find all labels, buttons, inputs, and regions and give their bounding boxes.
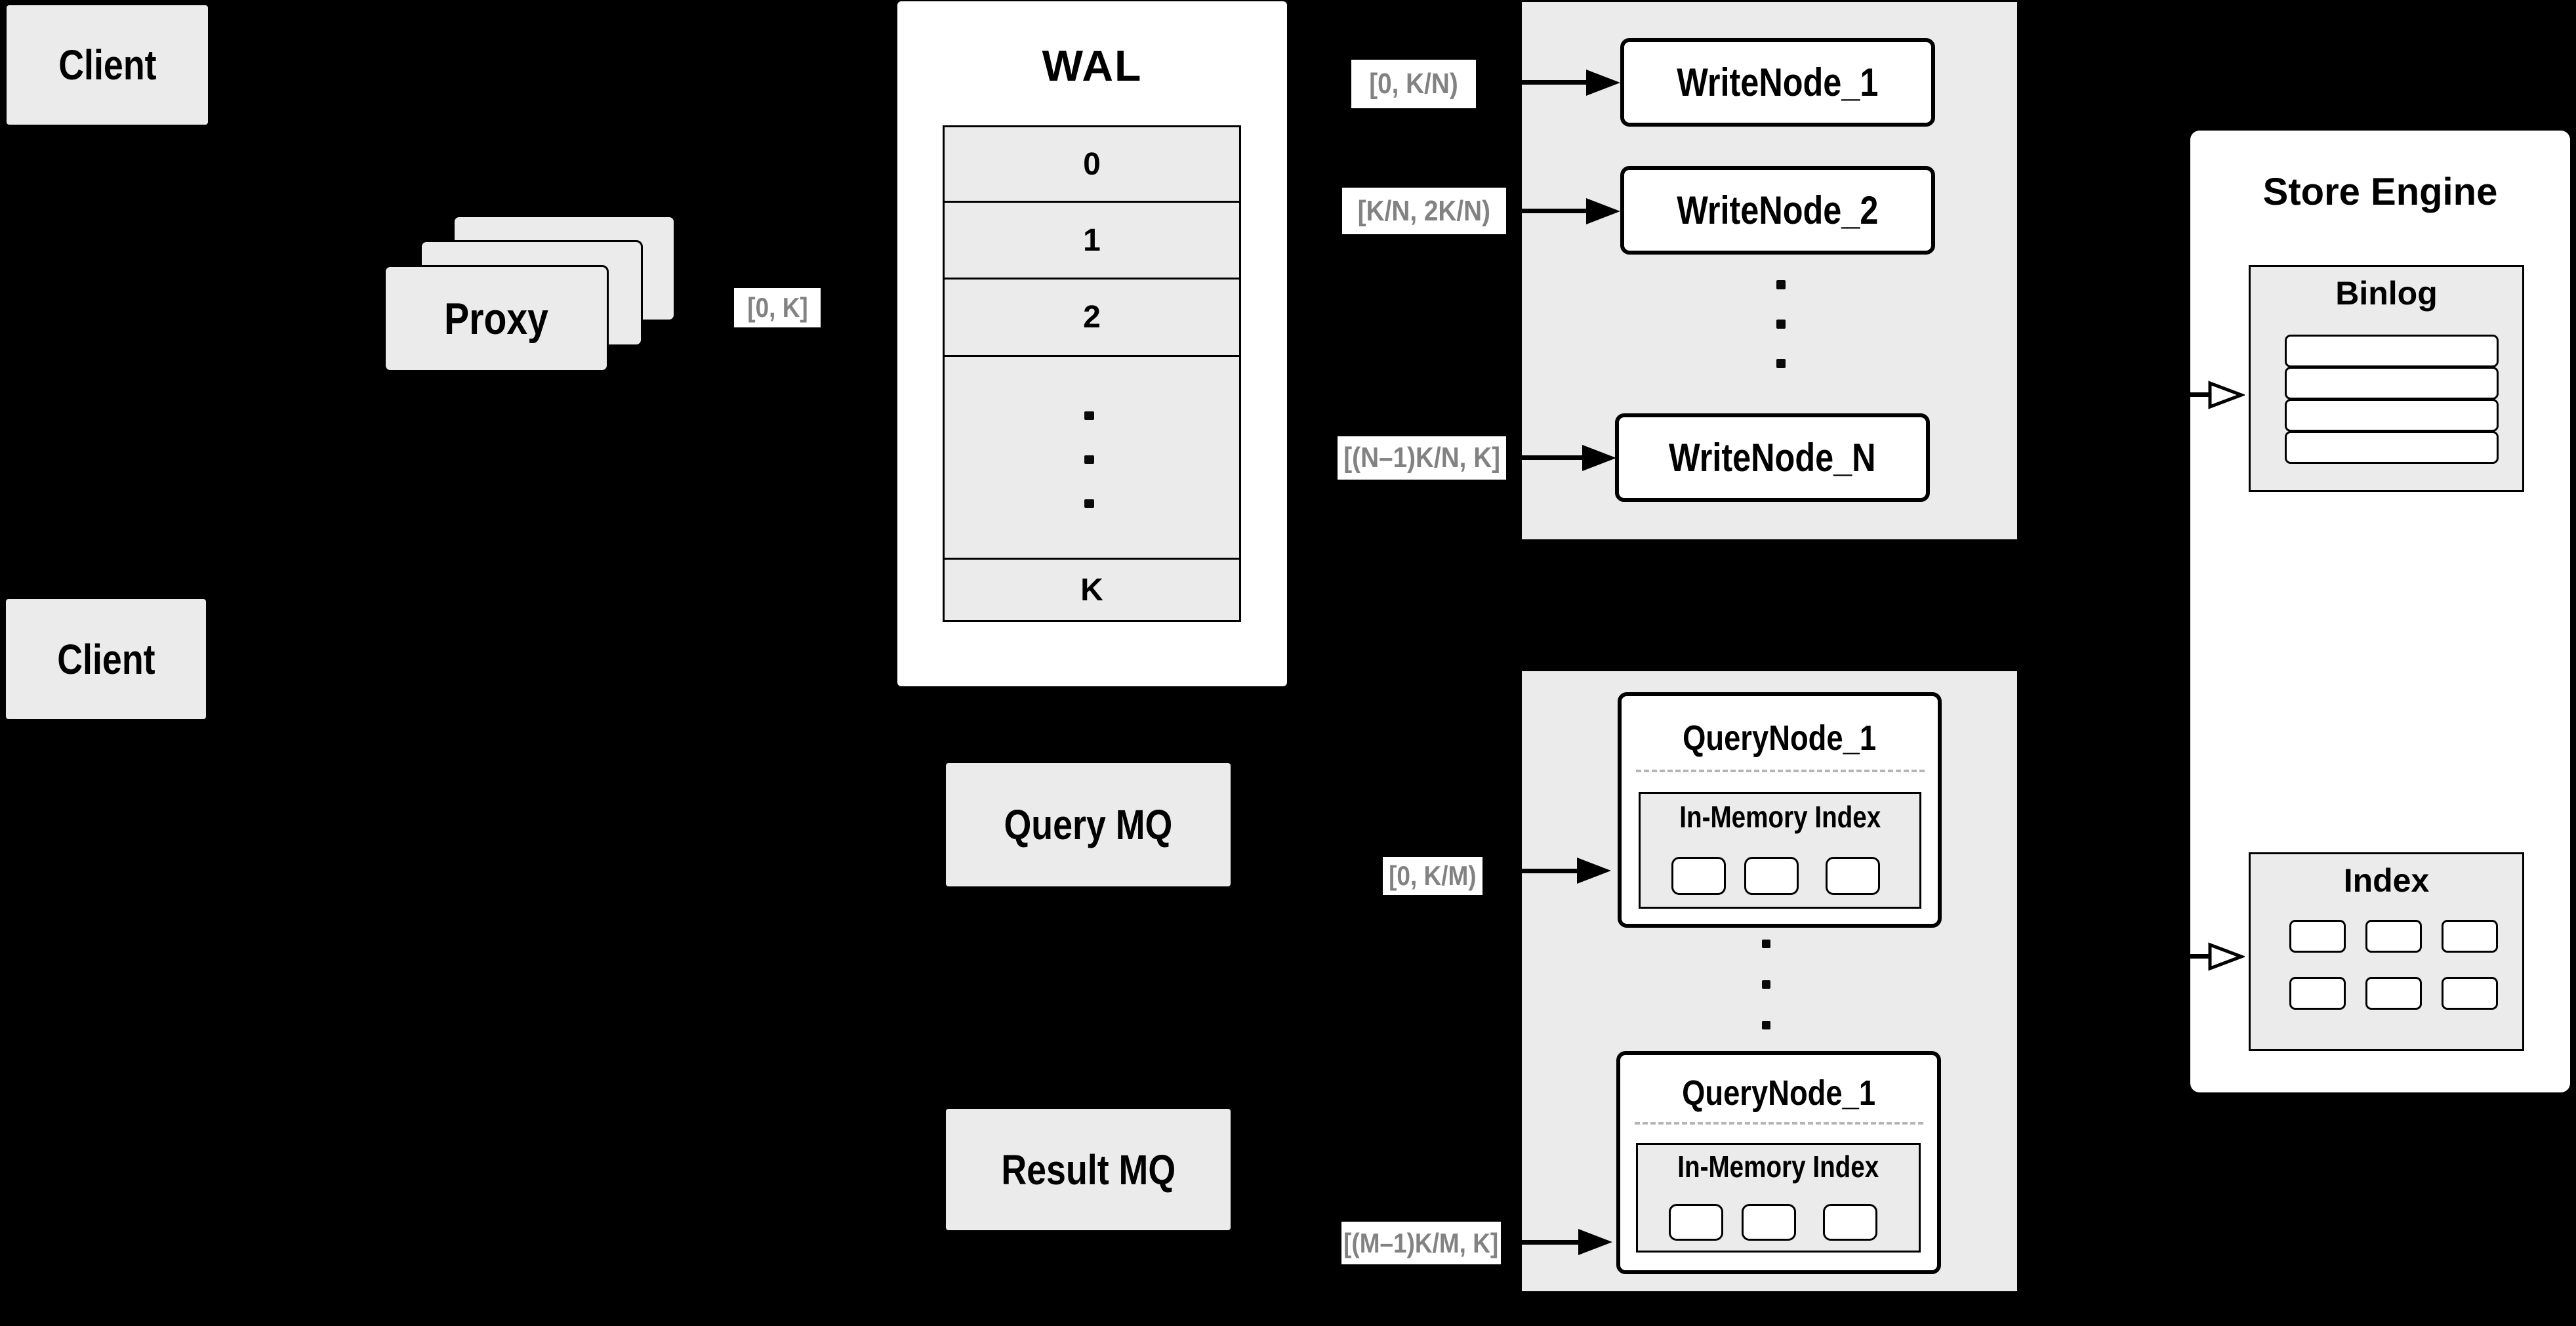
index-cell xyxy=(2442,977,2498,1010)
arrow-shaft-index xyxy=(2020,954,2212,959)
in-memory-index-title-wrap: In-Memory Index xyxy=(1638,1145,1919,1188)
dashed-separator xyxy=(1636,770,1925,772)
memory-segment xyxy=(1744,857,1799,895)
query-mq-box: Query MQ xyxy=(946,763,1231,886)
write-node-2-label: WriteNode_2 xyxy=(1677,188,1879,232)
query-node-2-box: QueryNode_1 In-Memory Index xyxy=(1616,1051,1941,1274)
dashed-separator xyxy=(1635,1122,1923,1125)
binlog-title-wrap: Binlog xyxy=(2249,270,2524,316)
store-engine-title-wrap: Store Engine xyxy=(2190,164,2570,219)
arrowhead-query-1 xyxy=(1577,858,1611,884)
write-node-1-label: WriteNode_1 xyxy=(1677,60,1879,104)
ellipsis-dot xyxy=(1762,940,1770,948)
arrow-shaft-binlog xyxy=(2020,392,2212,397)
write-node-n-label: WriteNode_N xyxy=(1669,436,1876,480)
wal-title-wrap: WAL xyxy=(897,34,1287,97)
index-title: Index xyxy=(2343,862,2430,899)
in-memory-index-box-1: In-Memory Index xyxy=(1639,792,1921,909)
range-label-proxy-wal: [0, K] xyxy=(734,288,821,327)
in-memory-index-title-wrap: In-Memory Index xyxy=(1641,794,1919,840)
wal-title: WAL xyxy=(1042,41,1143,90)
memory-segment xyxy=(1669,1204,1723,1241)
proxy-box: Proxy xyxy=(384,265,609,372)
range-label-write-1: [0, K/N) xyxy=(1351,60,1476,108)
ellipsis-dot xyxy=(1776,320,1786,329)
client-top-box: Client xyxy=(7,5,208,125)
query-mq-label: Query MQ xyxy=(1004,801,1173,848)
range-label-write-2: [K/N, 2K/N) xyxy=(1342,188,1506,234)
wal-row-2: 2 xyxy=(945,280,1239,357)
arrowhead-write-1 xyxy=(1586,70,1620,96)
query-node-1-box: QueryNode_1 In-Memory Index xyxy=(1618,692,1942,928)
ellipsis-dot xyxy=(1776,280,1786,289)
memory-segment xyxy=(1742,1204,1796,1241)
query-node-2-title: QueryNode_1 xyxy=(1682,1073,1875,1113)
binlog-row xyxy=(2285,367,2499,400)
binlog-row xyxy=(2285,431,2499,464)
wal-row-1: 1 xyxy=(945,203,1239,280)
query-node-2-title-wrap: QueryNode_1 xyxy=(1620,1067,1937,1119)
wal-row-0: 0 xyxy=(945,127,1239,203)
memory-segment xyxy=(1826,857,1880,895)
ellipsis-dot xyxy=(1084,499,1094,508)
arrowhead-query-m xyxy=(1578,1229,1612,1255)
arrow-shaft-write-2 xyxy=(1509,209,1590,213)
query-node-1-title: QueryNode_1 xyxy=(1683,718,1877,758)
range-label-query-1: [0, K/M) xyxy=(1383,857,1482,895)
arrowhead-write-2 xyxy=(1586,198,1620,224)
binlog-title: Binlog xyxy=(2335,275,2438,312)
index-cell xyxy=(2289,977,2346,1010)
ellipsis-dot xyxy=(1762,980,1770,989)
index-title-wrap: Index xyxy=(2249,858,2524,903)
client-top-label: Client xyxy=(58,41,157,89)
in-memory-index-title: In-Memory Index xyxy=(1679,800,1881,834)
range-label-write-n: [(N–1)K/N, K] xyxy=(1338,436,1506,480)
write-node-n-box: WriteNode_N xyxy=(1615,413,1930,502)
ellipsis-dot xyxy=(1776,359,1786,368)
ellipsis-dot xyxy=(1762,1021,1770,1029)
write-node-2-box: WriteNode_2 xyxy=(1620,166,1935,255)
result-mq-box: Result MQ xyxy=(946,1109,1231,1230)
memory-segment xyxy=(1671,857,1726,895)
index-cell xyxy=(2365,977,2422,1010)
store-engine-title: Store Engine xyxy=(2262,170,2498,213)
index-cell xyxy=(2289,920,2346,953)
client-bottom-label: Client xyxy=(56,635,155,683)
query-node-1-title-wrap: QueryNode_1 xyxy=(1622,712,1938,764)
in-memory-index-title: In-Memory Index xyxy=(1677,1150,1879,1184)
write-node-1-box: WriteNode_1 xyxy=(1620,38,1935,127)
memory-segment xyxy=(1823,1204,1877,1241)
ellipsis-dot xyxy=(1084,455,1094,464)
arrowhead-open-binlog xyxy=(2208,381,2245,409)
arrow-shaft-query-m xyxy=(1502,1240,1581,1245)
arrow-shaft-query-1 xyxy=(1484,869,1580,873)
index-cell xyxy=(2442,920,2498,953)
in-memory-index-box-2: In-Memory Index xyxy=(1636,1143,1921,1253)
wal-row-ellipsis xyxy=(945,357,1239,560)
wal-row-k: K xyxy=(945,560,1239,620)
ellipsis-dot xyxy=(1084,411,1094,420)
client-bottom-box: Client xyxy=(6,599,206,719)
binlog-row xyxy=(2285,335,2499,367)
arrowhead-write-n xyxy=(1582,445,1616,471)
arrow-shaft-write-n xyxy=(1509,455,1586,460)
index-cell xyxy=(2365,920,2422,953)
arrow-shaft-write-1 xyxy=(1479,80,1590,85)
range-label-query-m: [(M–1)K/M, K] xyxy=(1341,1222,1501,1264)
binlog-row xyxy=(2285,399,2499,432)
proxy-label: Proxy xyxy=(444,293,548,344)
arrowhead-open-index xyxy=(2208,942,2245,971)
result-mq-label: Result MQ xyxy=(1001,1146,1176,1193)
wal-table: 0 1 2 K xyxy=(943,125,1241,622)
